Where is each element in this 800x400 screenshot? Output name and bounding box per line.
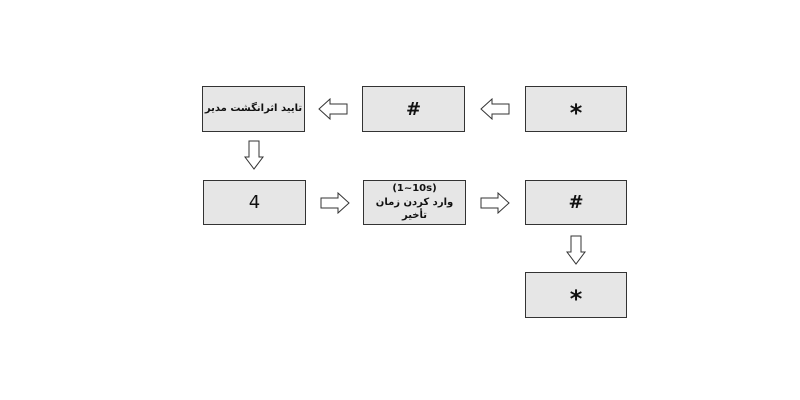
number-four-label: 4 xyxy=(248,192,261,213)
flow-box-hash-first: # xyxy=(362,86,465,132)
down-arrow-icon xyxy=(566,235,586,265)
flow-box-star-start: * xyxy=(525,86,627,132)
delay-range-label: (1~10s) xyxy=(392,183,437,195)
hash-symbol: # xyxy=(568,192,584,213)
right-arrow-icon xyxy=(480,192,510,214)
delay-time-label: وارد کردن زمان تأخیر xyxy=(375,196,454,222)
flow-box-delay-time: (1~10s) وارد کردن زمان تأخیر xyxy=(363,180,466,225)
star-symbol: * xyxy=(569,99,583,127)
left-arrow-icon xyxy=(480,98,510,120)
flow-box-admin-verify: تایید اثرانگشت مدیر xyxy=(202,86,305,132)
admin-fingerprint-label: تایید اثرانگشت مدیر xyxy=(204,103,303,115)
flow-box-star-end: * xyxy=(525,272,627,318)
star-symbol: * xyxy=(569,285,583,313)
down-arrow-icon xyxy=(244,140,264,170)
flow-box-hash-second: # xyxy=(525,180,627,225)
right-arrow-icon xyxy=(320,192,350,214)
flow-box-number-four: 4 xyxy=(203,180,306,225)
hash-symbol: # xyxy=(405,98,422,120)
left-arrow-icon xyxy=(318,98,348,120)
